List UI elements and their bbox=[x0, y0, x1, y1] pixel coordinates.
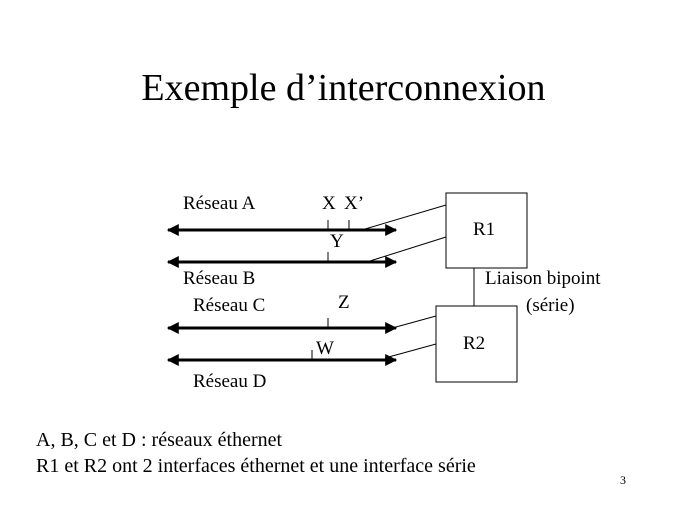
interface-xp-label: X’ bbox=[344, 193, 365, 214]
network-a-label: Réseau A bbox=[183, 193, 256, 214]
router-r2-box bbox=[435, 305, 518, 383]
note-line-2: R1 et R2 ont 2 interfaces éthernet et un… bbox=[36, 455, 476, 477]
serial-link-label: Liaison bipoint bbox=[485, 268, 601, 289]
slide-title: Exemple d’interconnexion bbox=[141, 67, 546, 109]
serial-link-sublabel: (série) bbox=[526, 295, 575, 316]
router-r2-label: R2 bbox=[463, 333, 486, 354]
router-r1-box bbox=[445, 192, 528, 269]
note-line-1: A, B, C et D : réseaux éthernet bbox=[36, 429, 283, 451]
r2-link-c bbox=[395, 315, 437, 328]
network-d-label: Réseau D bbox=[193, 371, 267, 392]
r1-link-a bbox=[364, 204, 447, 230]
interface-x-label: X bbox=[322, 193, 336, 214]
router-r1-label: R1 bbox=[473, 219, 496, 240]
interface-z-label: Z bbox=[338, 292, 350, 313]
r2-link-d bbox=[384, 343, 437, 359]
interface-y-label: Y bbox=[330, 231, 344, 252]
interface-w-label: W bbox=[316, 338, 334, 359]
network-b-label: Réseau B bbox=[183, 268, 256, 289]
network-c-label: Réseau C bbox=[193, 295, 266, 316]
r1-link-b bbox=[369, 236, 447, 262]
page-number: 3 bbox=[620, 473, 626, 487]
